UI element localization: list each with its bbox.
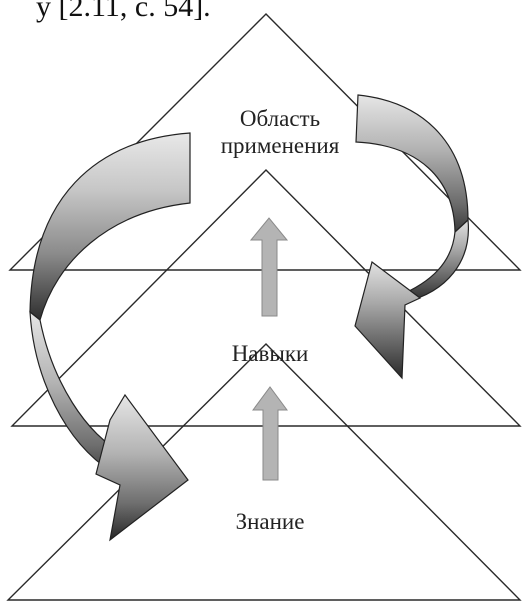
level-label-application-area-line2: применения: [220, 133, 340, 158]
left-arrow-upper-body: [29, 132, 191, 322]
left-arrow-head: [95, 393, 189, 542]
level-label-application-area-line1: Область: [239, 106, 321, 131]
up-arrows: [249, 217, 289, 481]
left-curved-arrow: [29, 132, 191, 542]
level-label-skills: Навыки: [231, 341, 309, 366]
up-arrow-upper: [249, 217, 289, 317]
preceding-text-fragment: у [2.11, с. 54].: [36, 0, 211, 23]
right-arrow-upper-body: [355, 94, 469, 234]
level-label-application-area: Область применения: [198, 105, 362, 159]
right-curved-arrow: [354, 94, 469, 380]
right-arrow-head: [354, 260, 422, 380]
level-label-knowledge: Знание: [235, 509, 305, 534]
up-arrow-lower: [252, 386, 288, 481]
